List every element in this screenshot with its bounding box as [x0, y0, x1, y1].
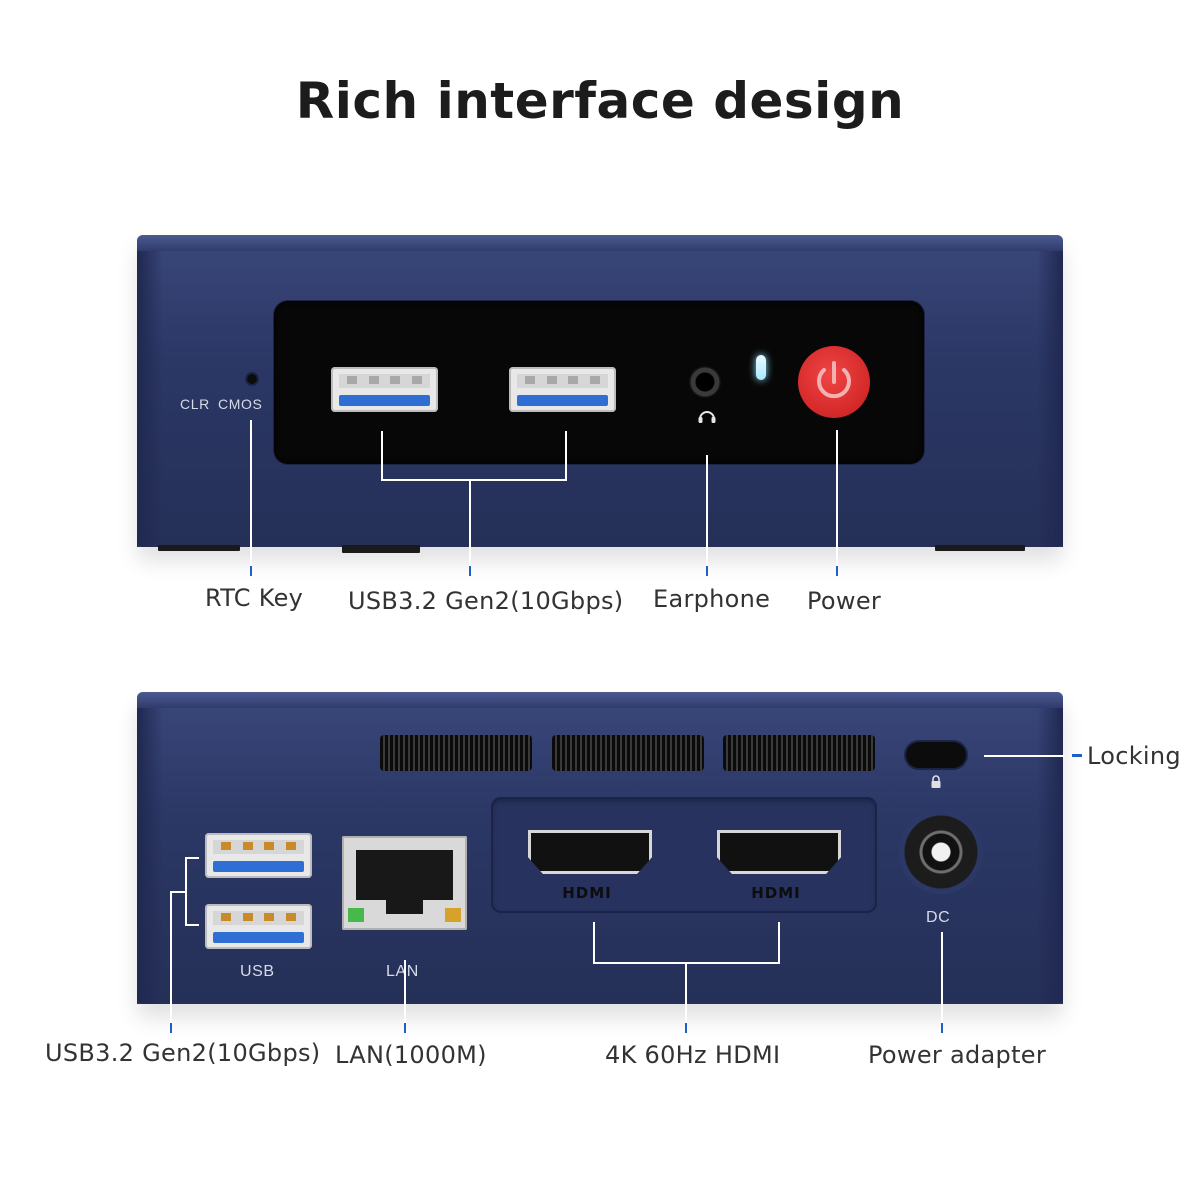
power-callout-line [836, 430, 838, 570]
hdmi-callout-right [778, 922, 780, 964]
lan-callout-tick [404, 1023, 406, 1033]
hdmi-callout-tick [685, 1023, 687, 1033]
hdmi-callout-left [593, 922, 595, 964]
cmos-label: CMOS [218, 396, 263, 412]
rear-usb-bracket-vert [185, 857, 187, 926]
lan-port[interactable] [342, 836, 467, 930]
front-top-edge [137, 235, 1063, 251]
clr-cmos-pinhole[interactable] [247, 374, 257, 384]
rear-usb-label: USB3.2 Gen2(10Gbps) [45, 1039, 321, 1067]
hdmi-logo-1: HDMI [562, 884, 612, 902]
front-usb-port-2[interactable] [509, 367, 616, 412]
dc-callout-line [941, 932, 943, 1026]
earphone-callout-line [706, 455, 708, 570]
usb-callout-line-right [565, 431, 567, 481]
earphone-label: Earphone [653, 585, 771, 613]
power-adapter-label: Power adapter [868, 1041, 1047, 1069]
rear-usb-callout-line [170, 891, 172, 1026]
headset-icon [696, 406, 718, 426]
usb-callout-stem [469, 479, 471, 569]
page-title: Rich interface design [295, 72, 905, 130]
rear-usb-port-1[interactable] [205, 833, 312, 878]
rtc-callout-tick [250, 566, 252, 576]
rear-usb-bracket-top [185, 857, 199, 859]
lan-led-green [348, 908, 364, 922]
rear-left-shade [137, 708, 163, 1004]
front-usb-port-1[interactable] [331, 367, 438, 412]
rear-usb-bracket-mid [170, 891, 186, 893]
hdmi-label: 4K 60Hz HDMI [605, 1041, 781, 1069]
locking-callout-line [984, 755, 1064, 757]
earphone-jack[interactable] [689, 366, 721, 398]
usb-callout-tick [469, 566, 471, 576]
rtc-key-label: RTC Key [205, 584, 304, 612]
vent-left [380, 735, 532, 771]
lock-slot[interactable] [906, 742, 966, 768]
power-icon [817, 361, 851, 399]
hdmi-callout-stem [685, 962, 687, 1026]
rear-usb-port-2[interactable] [205, 904, 312, 949]
dc-jack[interactable] [899, 810, 983, 894]
front-left-shade [137, 251, 163, 547]
rear-right-shade [1037, 708, 1063, 1004]
lock-icon [930, 775, 942, 789]
front-foot-right [935, 545, 1025, 551]
lan-callout-line [404, 960, 406, 1026]
locking-callout-tick [1072, 754, 1082, 757]
usb-callout-bracket [381, 479, 567, 481]
rear-top-edge [137, 692, 1063, 708]
front-foot-mid [342, 545, 420, 553]
lan-label: LAN(1000M) [335, 1041, 487, 1069]
front-foot-left [158, 545, 240, 551]
power-button[interactable] [798, 346, 870, 418]
usb-print: USB [240, 963, 275, 980]
dc-print: DC [926, 909, 951, 926]
vent-middle [552, 735, 704, 771]
rear-usb-bracket-bottom [185, 924, 199, 926]
front-right-shade [1037, 251, 1063, 547]
vent-right [723, 735, 875, 771]
status-led [756, 355, 766, 380]
clr-label: CLR [180, 396, 210, 412]
usb-callout-line-left [381, 431, 383, 481]
power-label: Power [807, 587, 882, 615]
lan-led-amber [445, 908, 461, 922]
hdmi-port-2[interactable] [717, 830, 841, 874]
front-usb-label: USB3.2 Gen2(10Gbps) [348, 587, 624, 615]
hdmi-port-1[interactable] [528, 830, 652, 874]
rear-usb-callout-tick [170, 1023, 172, 1033]
power-callout-tick [836, 566, 838, 576]
lan-print: LAN [386, 963, 419, 980]
rtc-callout-line [250, 420, 252, 570]
hdmi-logo-2: HDMI [751, 884, 801, 902]
locking-label: Locking [1087, 742, 1181, 770]
earphone-callout-tick [706, 566, 708, 576]
dc-callout-tick [941, 1023, 943, 1033]
